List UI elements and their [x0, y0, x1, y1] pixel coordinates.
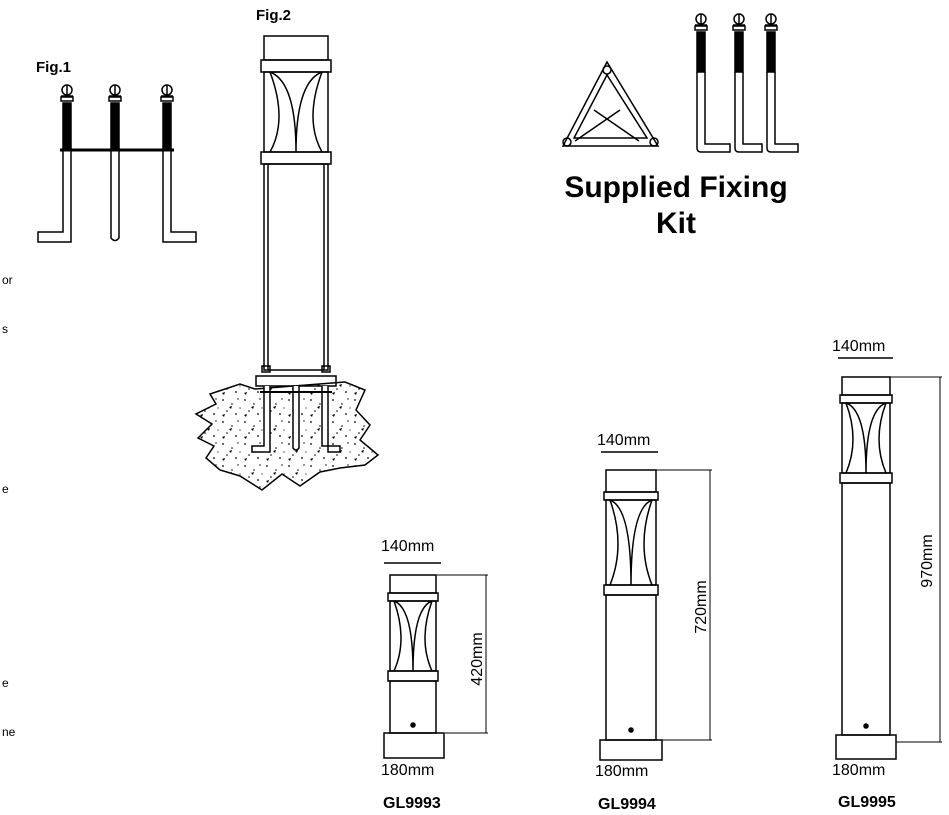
left-text-fragment: ne: [2, 725, 16, 739]
gl9993-model: GL9993: [383, 795, 441, 812]
left-text-fragment: e: [2, 676, 9, 690]
bollard-gl9994-drawing: [599, 451, 712, 761]
fig1-bolt-middle: [108, 84, 122, 242]
fixing-kit-drawing: [561, 13, 799, 153]
gl9995-top-width: 140mm: [832, 338, 886, 355]
gl9995-base-width: 180mm: [832, 762, 886, 779]
gl9993-top-width: 140mm: [381, 538, 435, 555]
kit-title-line2: Kit: [656, 207, 696, 240]
left-text-fragment: or: [2, 273, 13, 287]
bollard-gl9993-drawing: [383, 562, 488, 759]
left-text-fragment: e: [2, 482, 9, 496]
gl9995-height: 970mm: [919, 534, 936, 588]
kit-triangle-template: [561, 60, 660, 147]
kit-title: Supplied Fixing Kit: [536, 170, 816, 242]
gl9994-model: GL9994: [598, 796, 656, 813]
gl9993-height: 420mm: [469, 632, 486, 686]
fig1-bolt-left: [37, 84, 74, 243]
fig1-label: Fig.1: [36, 59, 72, 76]
gl9994-top-width: 140mm: [597, 432, 651, 449]
kit-title-line1: Supplied Fixing: [564, 171, 788, 204]
bollard-gl9995-drawing: [835, 357, 942, 760]
gl9993-base-width: 180mm: [381, 762, 435, 779]
fig2-concrete-footing: [194, 381, 380, 491]
left-text-fragment: s: [2, 322, 8, 336]
fig1-bolt-right: [160, 84, 197, 243]
gl9995-model: GL9995: [838, 794, 896, 811]
gl9994-height: 720mm: [693, 580, 710, 634]
gl9994-base-width: 180mm: [595, 763, 649, 780]
fig2-installed-bollard: [194, 35, 380, 491]
kit-l-bolts: [694, 13, 799, 153]
fig1-anchor-bolts: [37, 84, 197, 243]
fig2-label: Fig.2: [256, 7, 292, 24]
